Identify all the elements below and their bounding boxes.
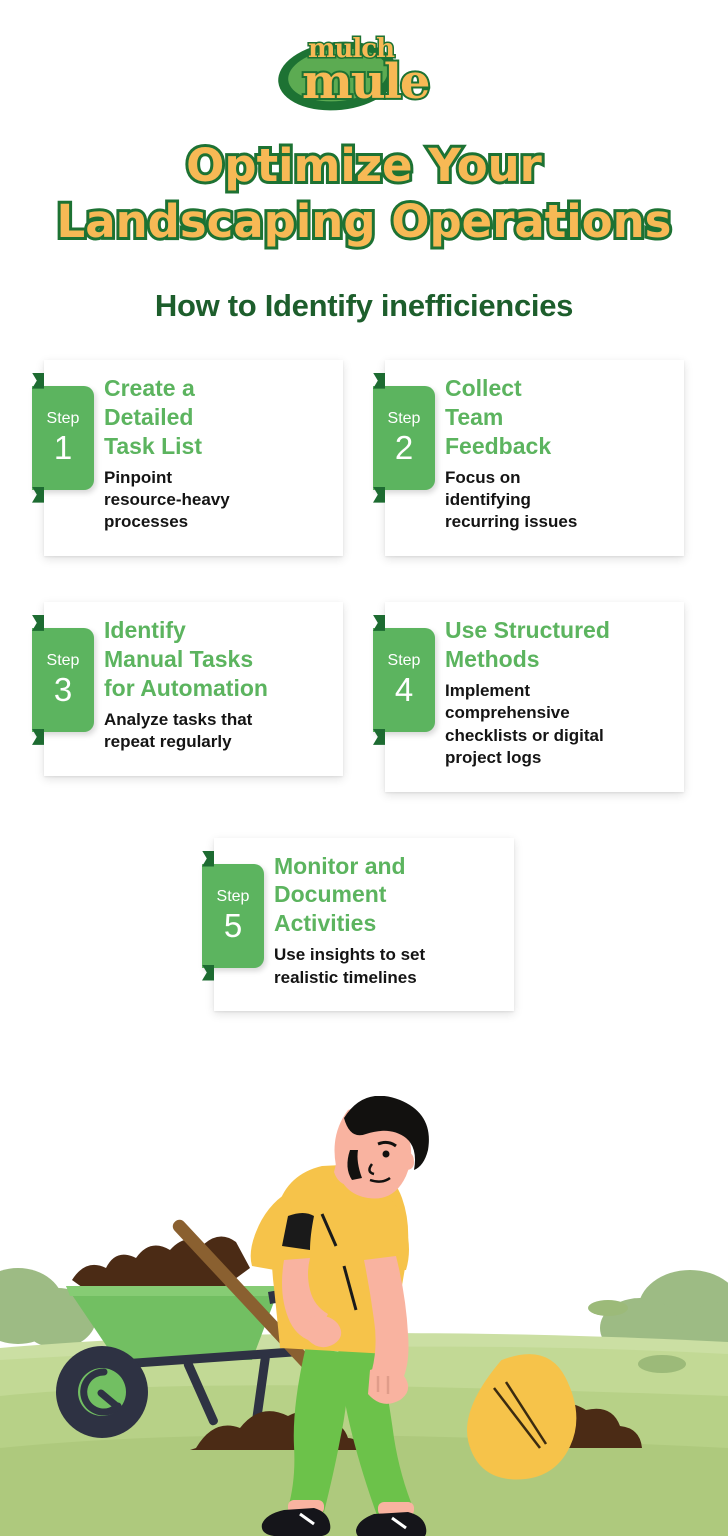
mouth-icon (369, 1176, 391, 1183)
step-badge-5: Step 5 (202, 850, 264, 981)
ribbon-tail-top-icon (373, 372, 385, 389)
grass-tuft-icon (638, 1355, 686, 1373)
eye-icon (382, 1150, 390, 1158)
sleeve-left (250, 1192, 294, 1272)
step-description-2: Focus on identifying recurring issues (445, 467, 578, 532)
step-title-1: Create a Detailed Task List (104, 374, 202, 459)
ear-icon (406, 1152, 414, 1170)
step-badge-4: Step 4 (373, 614, 435, 745)
step-badge-number-3: 3 (53, 671, 73, 709)
ribbon-tail-top-icon (32, 614, 44, 631)
shoe-stripe-icon (391, 1516, 407, 1530)
ribbon-tail-top-icon (32, 372, 44, 389)
shovel-blade-crease-icon (493, 1387, 541, 1449)
step-description-5: Use insights to set realistic timelines (274, 945, 426, 987)
step-title-5: Monitor and Document Activities (274, 852, 406, 937)
step-badge-word-2: Step (387, 410, 421, 428)
step-row-2: Step 3 Identify Manual Tasks for Automat… (32, 601, 684, 792)
step-card-2: Step 2 Collect Team Feedback Focus on id… (373, 359, 684, 556)
step-row-1: Step 1 Create a Detailed Task List Pinpo… (32, 359, 684, 556)
step-description-4: Implement comprehensive checklists or di… (445, 680, 604, 768)
step-badge-2: Step 2 (373, 372, 435, 503)
wheelbarrow-tray (66, 1286, 280, 1360)
ribbon-tail-bottom-icon (373, 728, 385, 745)
brand-logo: mulch mule (0, 0, 728, 117)
leg-front (338, 1342, 414, 1518)
sleeve-right (366, 1186, 409, 1272)
step-title-2: Collect Team Feedback (445, 374, 552, 459)
step-badge-3: Step 3 (32, 614, 94, 745)
step-row-3: Step 5 Monitor and Document Activities U… (44, 837, 684, 1012)
bush-left-icon (0, 1268, 96, 1348)
shoe-right (356, 1512, 427, 1536)
wheelbarrow-tray-shade (66, 1286, 280, 1296)
sideburn (347, 1150, 362, 1180)
shoe-left (261, 1508, 331, 1536)
ribbon-tail-bottom-icon (202, 964, 214, 981)
wheelbarrow-wheel-axle-icon (97, 1389, 123, 1412)
shirt-fold-icon (320, 1213, 338, 1247)
shoe-stripe-icon (299, 1512, 315, 1526)
step-card-1: Step 1 Create a Detailed Task List Pinpo… (32, 359, 343, 556)
step-card-5: Step 5 Monitor and Document Activities U… (202, 837, 514, 1012)
step-badge-word-3: Step (46, 652, 80, 670)
headline-line-2: Landscaping Operations (54, 192, 675, 251)
step-title-4: Use Structured Methods (445, 616, 610, 672)
step-badge-number-4: 4 (394, 671, 414, 709)
wheelbarrow-wheel-spoke-icon (80, 1368, 122, 1416)
shovel-blade-crease-icon (504, 1381, 548, 1445)
headline-line-1: Optimize Your (183, 136, 545, 195)
step-badge-1: Step 1 (32, 372, 94, 503)
leg-back (288, 1346, 350, 1512)
logo-mark: mulch mule (274, 22, 454, 117)
wheelbarrow-leg (183, 1360, 218, 1426)
step-badge-number-2: 2 (394, 429, 414, 467)
arm-right (364, 1256, 409, 1376)
wheelbarrow-frame-bar (104, 1347, 302, 1370)
page-subtitle: How to Identify inefficiencies (154, 287, 574, 323)
ribbon-tail-bottom-icon (373, 486, 385, 503)
step-card-3: Step 3 Identify Manual Tasks for Automat… (32, 601, 343, 776)
steps-section: Step 1 Create a Detailed Task List Pinpo… (0, 359, 728, 1012)
landscaper-figure (250, 1096, 429, 1536)
step-description-1: Pinpoint resource-heavy processes (104, 467, 230, 532)
nose-icon (368, 1163, 375, 1176)
ribbon-tail-bottom-icon (32, 486, 44, 503)
page-title: Optimize Your Landscaping Operations (0, 112, 728, 251)
logo-word-bottom: mule (300, 52, 432, 112)
hand-left (308, 1316, 342, 1348)
step-badge-number-1: 1 (53, 429, 73, 467)
ribbon-tail-top-icon (202, 850, 214, 867)
ribbon-tail-top-icon (373, 614, 385, 631)
step-badge-number-5: 5 (223, 907, 243, 944)
shirt-shadow (282, 1213, 314, 1250)
eyebrow-icon (377, 1140, 397, 1148)
grass-tuft-icon (588, 1300, 628, 1316)
step-badge-word-5: Step (216, 888, 250, 905)
step-card-4: Step 4 Use Structured Methods Implement … (373, 601, 684, 792)
logo-word-top: mulch (306, 33, 396, 66)
step-badge-word-4: Step (387, 652, 421, 670)
step-badge-word-1: Step (46, 410, 80, 428)
shovel-blade (467, 1354, 577, 1480)
ribbon-tail-bottom-icon (32, 728, 44, 745)
landscaper-illustration (0, 1096, 728, 1536)
step-description-3: Analyze tasks that repeat regularly (104, 709, 253, 752)
wheelbarrow-leg (251, 1354, 270, 1430)
shirt-fold-icon (342, 1265, 358, 1311)
hair (344, 1096, 429, 1170)
step-title-3: Identify Manual Tasks for Automation (104, 616, 268, 701)
